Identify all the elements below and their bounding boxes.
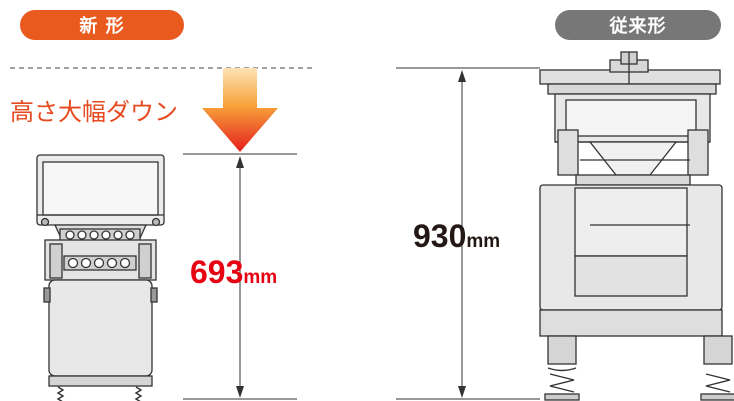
new-height-value: 693 bbox=[190, 254, 244, 290]
old-type-label: 従来形 bbox=[609, 16, 667, 37]
old-type-badge: 従来形 bbox=[555, 10, 721, 40]
new-height-unit: mm bbox=[243, 267, 278, 288]
height-reduction-label: 高さ大幅ダウン bbox=[10, 98, 178, 126]
old-height-dimension: 930mm bbox=[413, 218, 500, 255]
old-height-value: 930 bbox=[413, 218, 467, 254]
new-machine-drawing bbox=[36, 154, 165, 401]
old-height-unit: mm bbox=[466, 231, 501, 252]
old-machine-drawing bbox=[539, 51, 734, 401]
height-down-arrow-icon bbox=[202, 68, 278, 152]
new-dimension-line bbox=[236, 156, 244, 398]
old-dimension-line bbox=[458, 70, 466, 398]
new-type-label: 新 形 bbox=[79, 16, 125, 37]
new-height-dimension: 693mm bbox=[190, 254, 277, 291]
new-type-badge: 新 形 bbox=[20, 10, 184, 40]
